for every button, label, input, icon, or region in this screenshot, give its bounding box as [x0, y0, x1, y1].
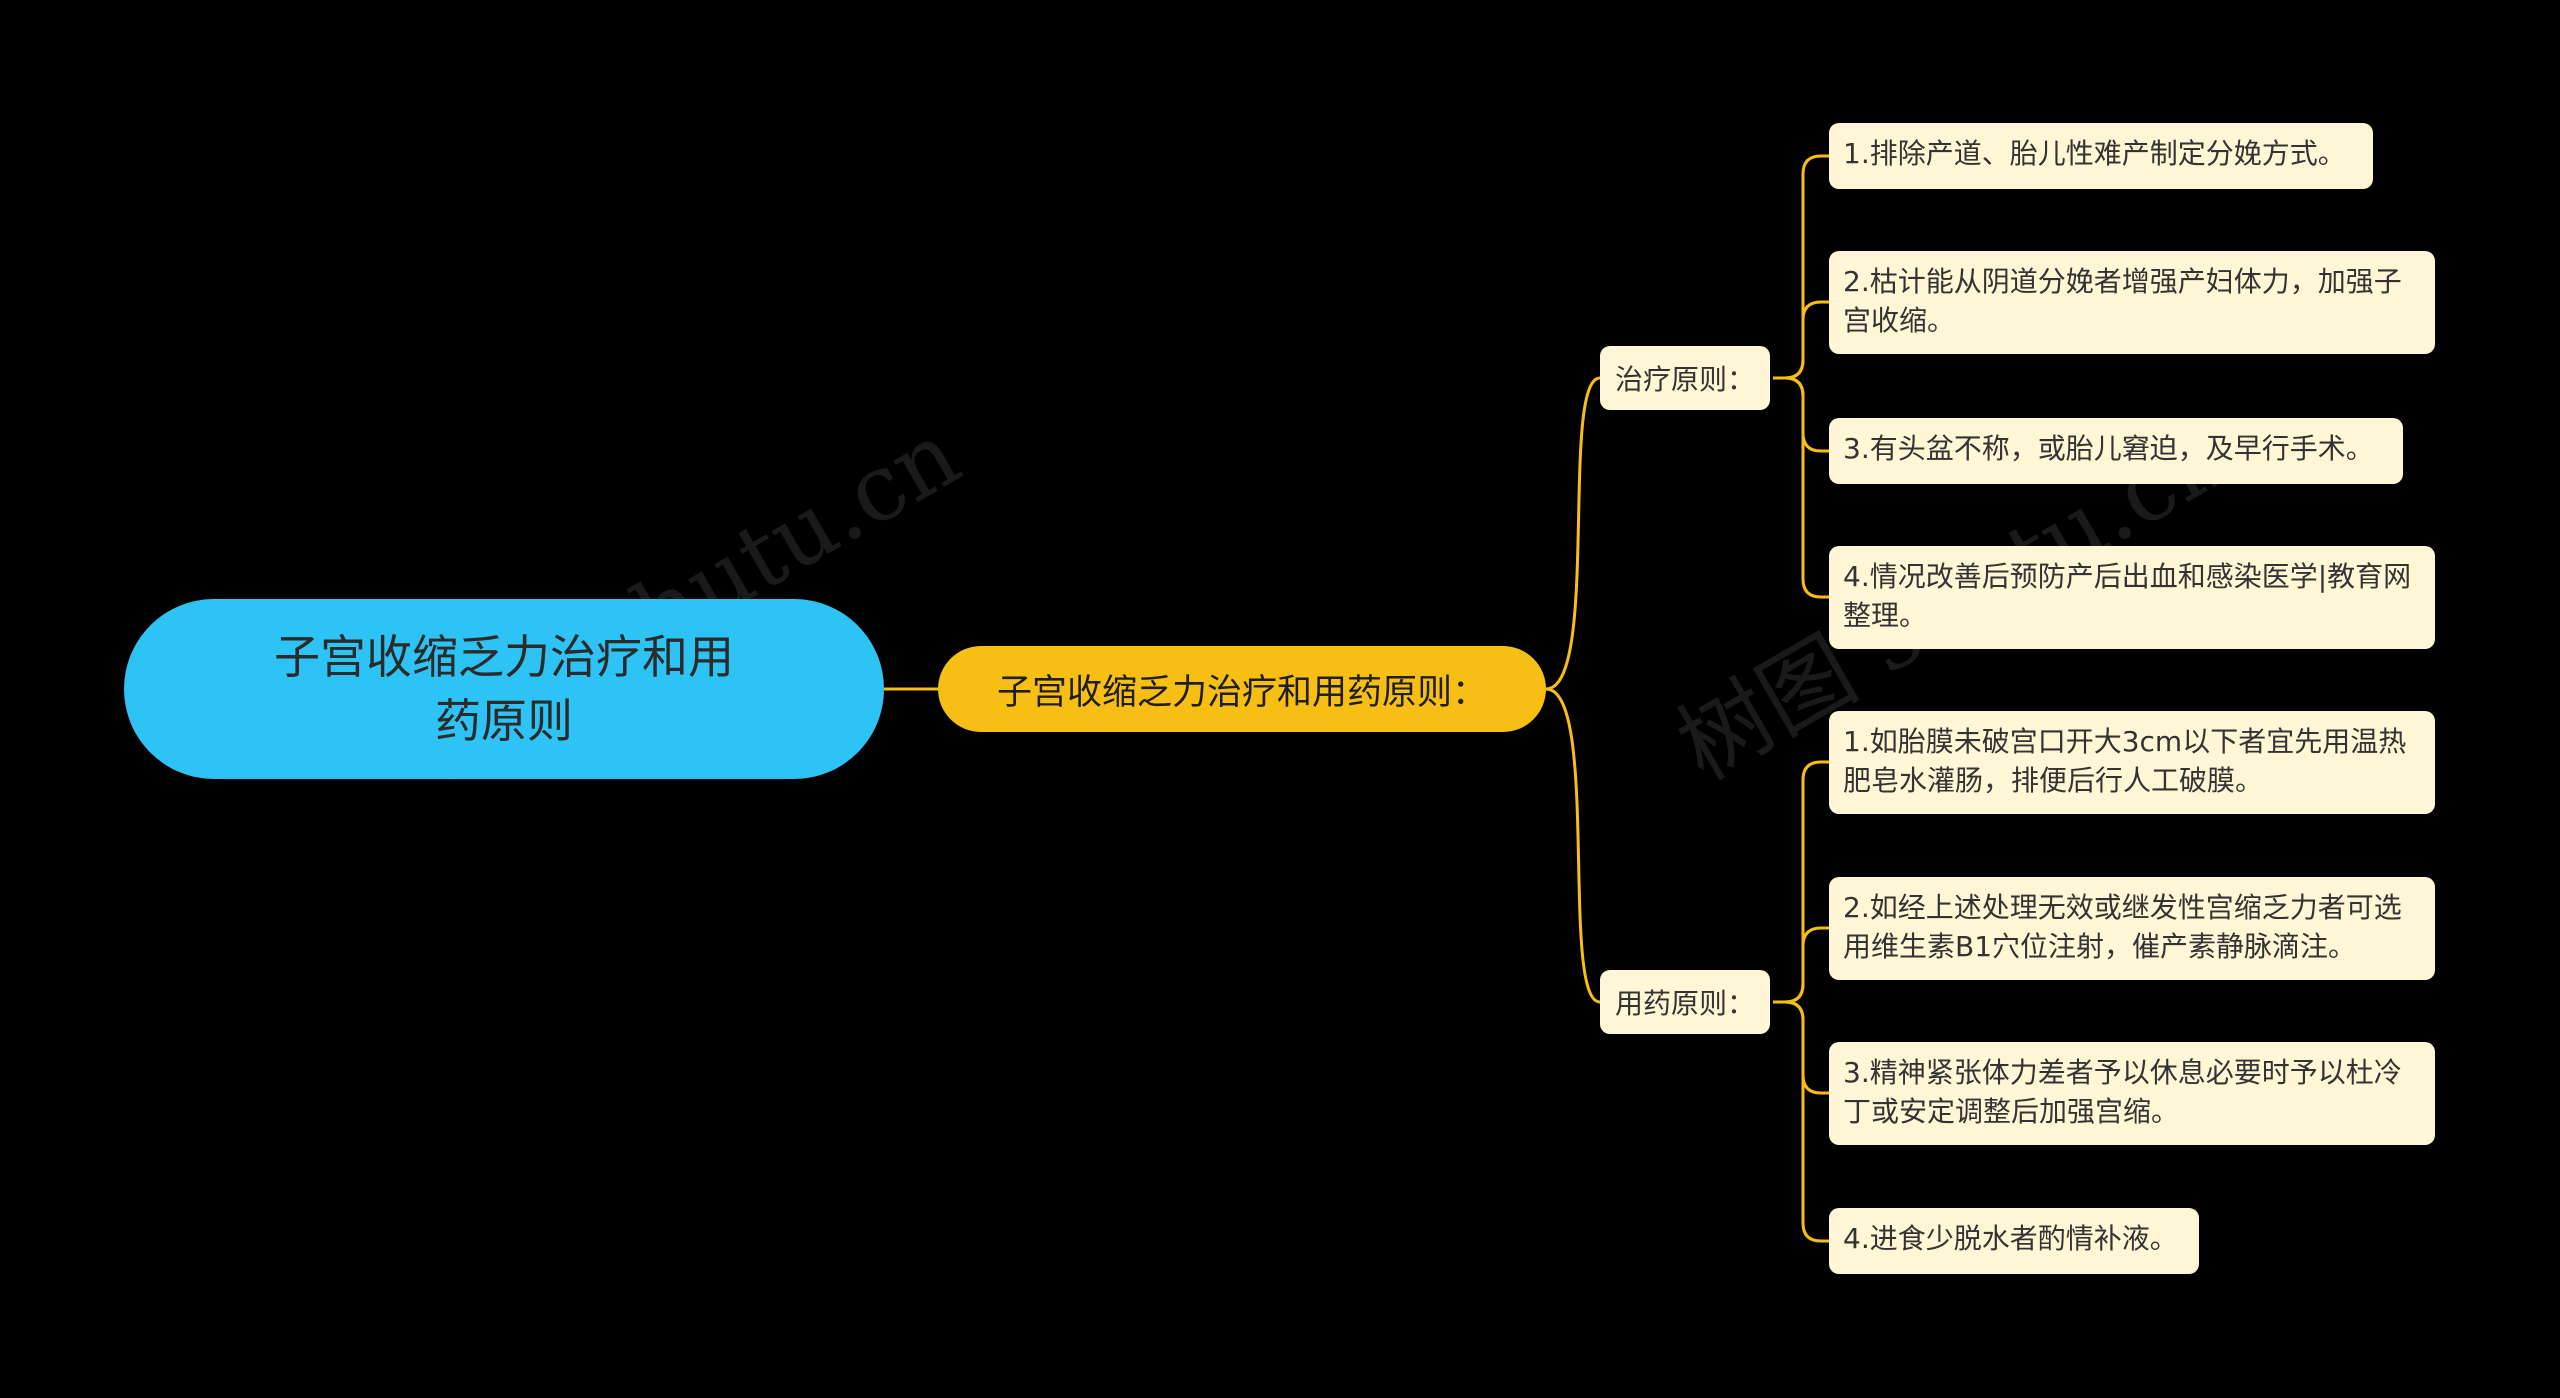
leaf-text: 1.如胎膜未破宫口开大3cm以下者宜先用温热肥皂水灌肠，排便后行人工破膜。: [1843, 725, 2407, 797]
medication-item-4[interactable]: 4.进食少脱水者酌情补液。: [1829, 1208, 2199, 1274]
category-leaf-connector: [1773, 154, 1829, 380]
main-category-connector: [1545, 687, 1601, 1004]
treatment-item-3[interactable]: 3.有头盆不称，或胎儿窘迫，及早行手术。: [1829, 418, 2403, 484]
main-topic[interactable]: 子宫收缩乏力治疗和用药原则：: [938, 646, 1546, 732]
treatment-item-1[interactable]: 1.排除产道、胎儿性难产制定分娩方式。: [1829, 123, 2373, 189]
category-leaf-connector: [1773, 300, 1829, 380]
leaf-text: 2.如经上述处理无效或继发性宫缩乏力者可选用维生素B1穴位注射，催产素静脉滴注。: [1843, 891, 2402, 963]
category-medication-principles[interactable]: 用药原则：: [1600, 970, 1771, 1034]
category-leaf-connector: [1773, 1000, 1829, 1243]
leaf-text: 3.有头盆不称，或胎儿窘迫，及早行手术。: [1843, 432, 2374, 465]
leaf-text: 1.排除产道、胎儿性难产制定分娩方式。: [1843, 137, 2346, 170]
leaf-text: 2.枯计能从阴道分娩者增强产妇体力，加强子宫收缩。: [1843, 265, 2402, 337]
category-leaf-connector: [1773, 376, 1829, 599]
category-leaf-connector: [1773, 926, 1829, 1004]
main-topic-label: 子宫收缩乏力治疗和用药原则：: [996, 672, 1487, 713]
root-topic-label: 子宫收缩乏力治疗和用药原则: [274, 630, 734, 748]
category-label: 治疗原则：: [1615, 363, 1756, 396]
medication-item-3[interactable]: 3.精神紧张体力差者予以休息必要时予以杜冷丁或安定调整后加强宫缩。: [1829, 1042, 2435, 1145]
category-leaf-connector: [1773, 760, 1829, 1004]
category-leaf-connector: [1773, 1000, 1829, 1095]
leaf-text: 4.进食少脱水者酌情补液。: [1843, 1222, 2178, 1255]
medication-item-2[interactable]: 2.如经上述处理无效或继发性宫缩乏力者可选用维生素B1穴位注射，催产素静脉滴注。: [1829, 877, 2435, 980]
leaf-text: 4.情况改善后预防产后出血和感染医学|教育网整理。: [1843, 560, 2412, 632]
treatment-item-2[interactable]: 2.枯计能从阴道分娩者增强产妇体力，加强子宫收缩。: [1829, 251, 2435, 354]
main-category-connector: [1545, 376, 1601, 691]
category-label: 用药原则：: [1615, 987, 1756, 1020]
leaf-text: 3.精神紧张体力差者予以休息必要时予以杜冷丁或安定调整后加强宫缩。: [1843, 1056, 2402, 1128]
treatment-item-4[interactable]: 4.情况改善后预防产后出血和感染医学|教育网整理。: [1829, 546, 2435, 649]
medication-item-1[interactable]: 1.如胎膜未破宫口开大3cm以下者宜先用温热肥皂水灌肠，排便后行人工破膜。: [1829, 711, 2435, 814]
root-topic[interactable]: 子宫收缩乏力治疗和用药原则: [124, 599, 884, 779]
category-treatment-principles[interactable]: 治疗原则：: [1600, 346, 1771, 410]
